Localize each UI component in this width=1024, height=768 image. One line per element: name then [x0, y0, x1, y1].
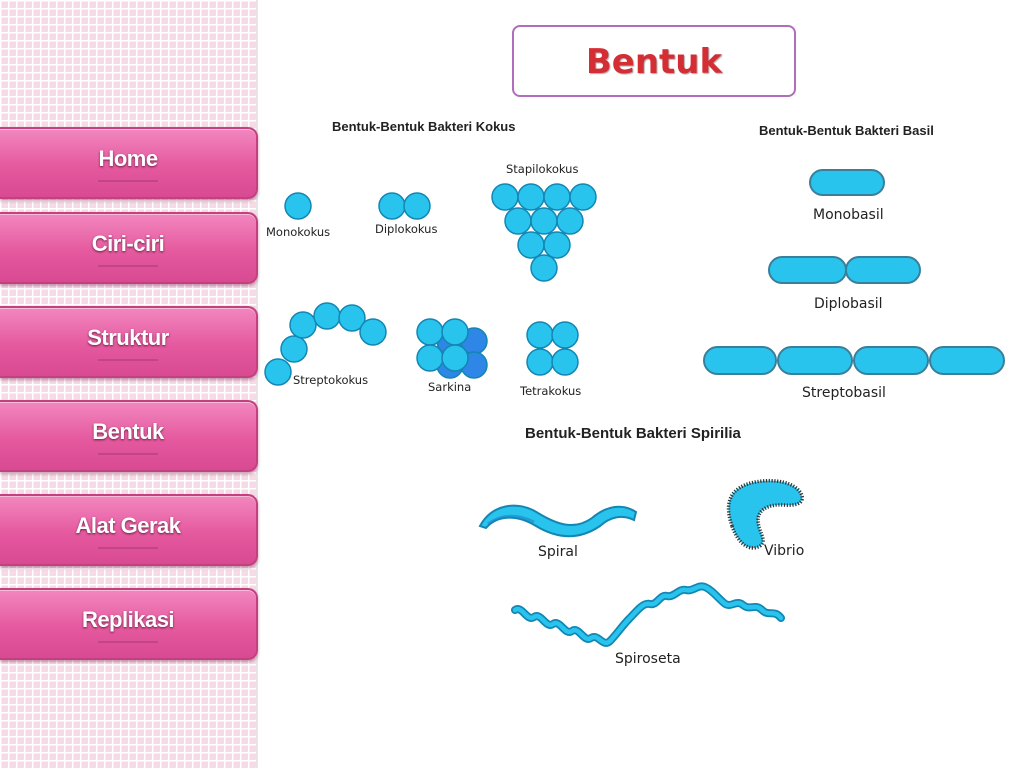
nav-button-ciri-ciri[interactable]: Ciri-ciri — [0, 212, 258, 284]
sarkina-cell — [416, 318, 444, 346]
monokokus-label: Monokokus — [266, 225, 330, 239]
streptobasil-label: Streptobasil — [802, 385, 886, 401]
diplobasil-rods — [768, 256, 921, 284]
diplobasil-label: Diplobasil — [814, 296, 883, 312]
spiral-bacterium-shade — [487, 514, 535, 526]
spirilia-heading: Bentuk-Bentuk Bakteri Spirilia — [525, 425, 742, 442]
tetrakokus-cells — [526, 321, 579, 376]
tetrakokus-label: Tetrakokus — [519, 384, 581, 398]
bacteria-shapes-diagram: Bentuk-Bentuk Bakteri Kokus Bentuk-Bentu… — [256, 100, 1024, 768]
diplokokus-cells — [378, 192, 431, 220]
monobasil-rod — [809, 169, 885, 196]
streptokokus-label: Streptokokus — [293, 373, 368, 387]
kokus-heading: Bentuk-Bentuk Bakteri Kokus — [332, 119, 515, 134]
coccus-cell — [359, 318, 387, 346]
coccus-cell — [491, 183, 519, 211]
coccus-cell — [403, 192, 431, 220]
nav-button-label: Replikasi — [81, 607, 175, 632]
diplokokus-label: Diplokokus — [375, 222, 437, 236]
sarkina-label: Sarkina — [428, 380, 471, 394]
coccus-cell — [551, 348, 579, 376]
nav-button-replikasi[interactable]: Replikasi — [0, 588, 258, 660]
nav-button-bentuk[interactable]: Bentuk — [0, 400, 258, 472]
sarkina-cell — [416, 344, 444, 372]
coccus-cell — [517, 183, 545, 211]
coccus-cell — [378, 192, 406, 220]
bacillus-rod — [777, 346, 853, 375]
label-reflection — [98, 641, 158, 643]
coccus-cell — [280, 335, 308, 363]
spiroseta-bacterium — [511, 582, 785, 647]
label-reflection — [98, 359, 158, 361]
coccus-cell — [543, 231, 571, 259]
coccus-cell — [289, 311, 317, 339]
label-reflection — [98, 265, 158, 267]
label-reflection — [98, 547, 158, 549]
label-reflection — [98, 180, 158, 182]
sarkina-cell — [441, 344, 469, 372]
stapilokokus-label: Stapilokokus — [506, 162, 578, 176]
coccus-cell — [264, 358, 292, 386]
coccus-cell — [526, 348, 554, 376]
coccus-cell — [284, 192, 312, 220]
vibrio-bacterium — [726, 478, 804, 550]
coccus-cell — [504, 207, 532, 235]
spiral-label: Spiral — [538, 544, 578, 560]
nav-button-label: Struktur — [87, 325, 169, 350]
nav-button-label: Home — [98, 146, 158, 171]
coccus-cell — [556, 207, 584, 235]
bacillus-rod — [845, 256, 921, 284]
streptokokus-cells — [264, 302, 387, 386]
diagram-svg: Bentuk-Bentuk Bakteri Kokus Bentuk-Bentu… — [264, 119, 1005, 667]
sidebar: Home Ciri-ciri Struktur Bentuk Alat Gera… — [0, 0, 258, 768]
nav-button-label: Alat Gerak — [75, 513, 181, 538]
slide-title-box: Bentuk — [512, 25, 796, 97]
nav-button-home[interactable]: Home — [0, 127, 258, 199]
spiroseta-bacterium-body — [512, 584, 784, 646]
bacillus-rod — [853, 346, 929, 375]
vibrio-label: Vibrio — [764, 543, 804, 559]
basil-heading: Bentuk-Bentuk Bakteri Basil — [759, 123, 934, 138]
bacillus-rod — [768, 256, 847, 284]
nav-button-alat-gerak[interactable]: Alat Gerak — [0, 494, 258, 566]
coccus-cell — [530, 254, 558, 282]
slide-title: Bentuk — [585, 42, 723, 82]
nav-button-label: Ciri-ciri — [91, 231, 165, 256]
bacillus-rod — [809, 169, 885, 196]
sarkina-cell — [441, 318, 469, 346]
sarkina-cells — [416, 318, 488, 379]
monobasil-label: Monobasil — [813, 207, 884, 223]
coccus-cell — [338, 304, 366, 332]
coccus-cell — [526, 321, 554, 349]
coccus-cell — [517, 231, 545, 259]
label-reflection — [98, 453, 158, 455]
bacillus-rod — [929, 346, 1005, 375]
coccus-cell — [551, 321, 579, 349]
coccus-cell — [530, 207, 558, 235]
coccus-cell — [543, 183, 571, 211]
stapilokokus-cells — [491, 183, 597, 282]
spiroseta-label: Spiroseta — [615, 651, 681, 667]
streptobasil-rods — [703, 346, 1005, 375]
nav-button-struktur[interactable]: Struktur — [0, 306, 258, 378]
nav-button-label: Bentuk — [92, 419, 164, 444]
bacillus-rod — [703, 346, 777, 375]
spiral-bacterium — [478, 504, 638, 538]
coccus-cell — [569, 183, 597, 211]
coccus-cell — [313, 302, 341, 330]
monokokus-cell — [284, 192, 312, 220]
